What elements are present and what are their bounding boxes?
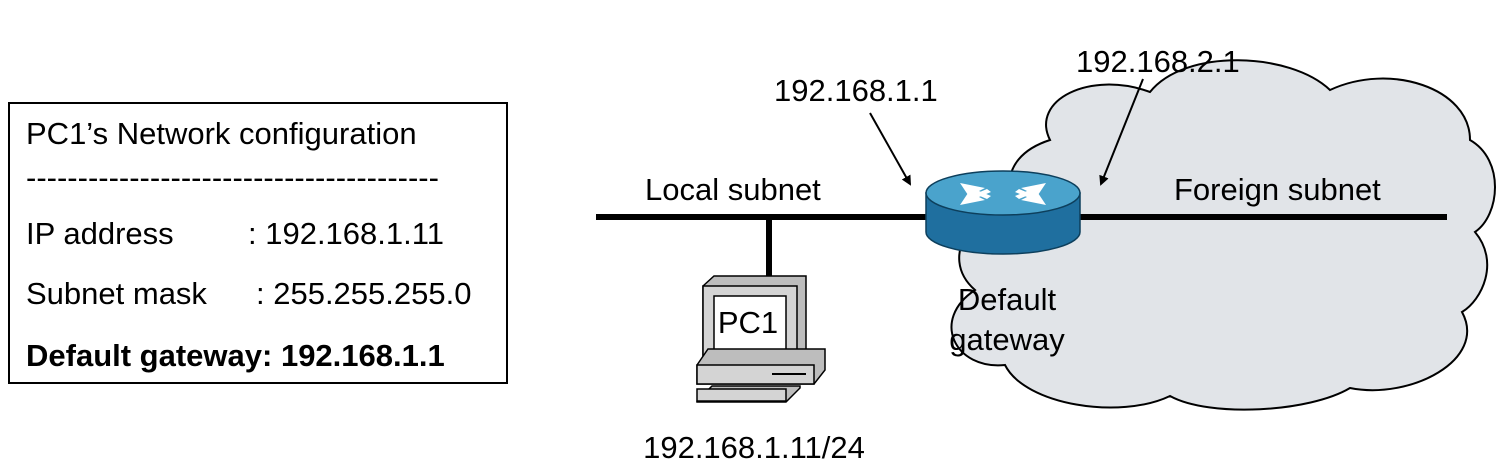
config-title: PC1’s Network configuration [26,116,417,151]
default-gateway-line: Default gateway: 192.168.1.1 [26,338,445,373]
subnet-mask-label: Subnet mask [26,276,207,311]
subnet-mask-value: : 255.255.255.0 [256,276,472,311]
foreign-network-cloud [950,59,1496,411]
arrow-local-ip [869,112,911,186]
router-icon [925,170,1081,255]
gateway-label-line1: Default [958,282,1057,317]
ip-address-label: IP address [26,216,174,251]
router-local-ip-label: 192.168.1.1 [774,73,938,108]
gateway-label-line2: gateway [949,322,1065,357]
foreign-subnet-label: Foreign subnet [1174,172,1381,207]
pc1-label: PC1 [718,305,778,340]
arrow-foreign-ip [1099,78,1144,186]
network-config-box: PC1’s Network configuration ------------… [8,102,508,384]
router-foreign-ip-label: 192.168.2.1 [1076,44,1240,79]
pc1-ip-label: 192.168.1.11/24 [643,430,865,465]
pc1-computer-icon [696,275,826,403]
ip-address-value: : 192.168.1.11 [248,216,444,251]
config-divider: ---------------------------------------- [26,160,439,195]
local-subnet-label: Local subnet [645,172,821,207]
